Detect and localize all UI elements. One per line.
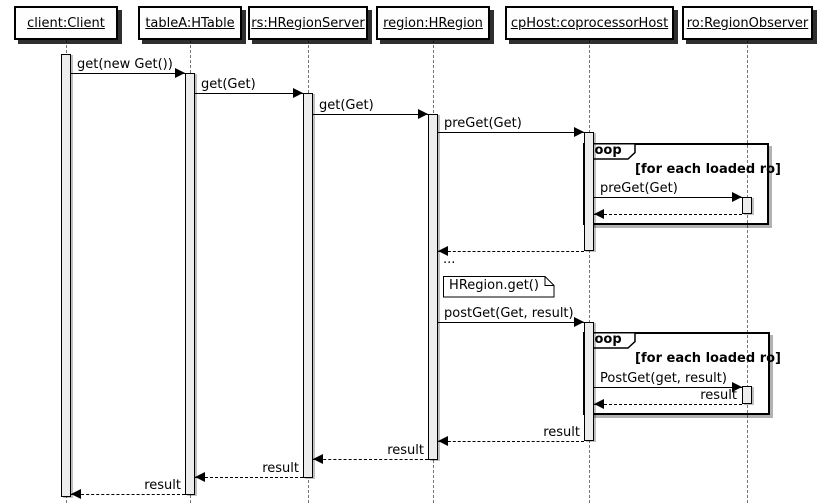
activation-client bbox=[61, 54, 71, 497]
arrowhead-right-icon bbox=[175, 68, 185, 78]
return-line bbox=[438, 441, 584, 442]
return-label: result bbox=[144, 478, 181, 493]
message-label: preGet(Get) bbox=[600, 181, 678, 196]
return-line bbox=[313, 459, 428, 460]
loop-tab-shape bbox=[583, 143, 636, 160]
message-line bbox=[313, 114, 428, 115]
arrowhead-right-icon bbox=[418, 109, 428, 119]
arrowhead-left-icon bbox=[438, 436, 448, 446]
participant-box-tablea: tableA:HTable bbox=[138, 6, 242, 40]
participant-box-client: client:Client bbox=[14, 6, 118, 40]
participant-label: tableA:HTable bbox=[145, 15, 235, 31]
return-line bbox=[195, 477, 303, 478]
participant-box-ro: ro:RegionObserver bbox=[682, 6, 813, 40]
participant-label: cpHost:coprocessorHost bbox=[510, 15, 669, 31]
message-line bbox=[594, 197, 742, 198]
lifeline-ro bbox=[747, 40, 748, 503]
loop-keyword: loop bbox=[590, 143, 622, 158]
arrowhead-right-icon bbox=[574, 127, 584, 137]
return-label: result bbox=[262, 461, 299, 476]
note: HRegion.get() bbox=[443, 276, 555, 302]
return-label: result bbox=[700, 388, 737, 403]
return-line bbox=[438, 251, 584, 252]
arrowhead-right-icon bbox=[293, 88, 303, 98]
arrowhead-right-icon bbox=[574, 317, 584, 327]
message-line bbox=[438, 322, 584, 323]
arrowhead-left-icon bbox=[594, 209, 604, 219]
activation-ro-pre bbox=[742, 197, 752, 214]
note-shape bbox=[443, 276, 555, 298]
return-line bbox=[594, 214, 742, 215]
lifeline-cphost bbox=[589, 40, 590, 503]
loop-tab: loop bbox=[583, 143, 637, 164]
message-label: PostGet(get, result) bbox=[600, 371, 727, 386]
message-label: postGet(Get, result) bbox=[444, 306, 574, 321]
return-line bbox=[594, 404, 742, 405]
loop-tab-shape bbox=[583, 332, 636, 349]
loop-tab: loop bbox=[583, 332, 637, 353]
message-label: get(new Get()) bbox=[77, 57, 173, 72]
message-label: get(Get) bbox=[201, 77, 256, 92]
note-text: HRegion.get() bbox=[449, 278, 539, 293]
loop-keyword: loop bbox=[590, 332, 622, 347]
participant-label: client:Client bbox=[27, 15, 105, 31]
participant-label: rs:HRegionServer bbox=[251, 15, 365, 31]
arrowhead-left-icon bbox=[71, 489, 81, 499]
message-label: preGet(Get) bbox=[444, 116, 522, 131]
message-line bbox=[438, 132, 584, 133]
arrowhead-left-icon bbox=[594, 399, 604, 409]
arrowhead-left-icon bbox=[195, 472, 205, 482]
loop-guard: [for each loaded ro] bbox=[635, 351, 781, 366]
return-label: result bbox=[543, 425, 580, 440]
participant-box-rs: rs:HRegionServer bbox=[248, 6, 368, 40]
message-label: get(Get) bbox=[319, 98, 374, 113]
arrowhead-right-icon bbox=[732, 192, 742, 202]
loop-guard: [for each loaded ro] bbox=[635, 162, 781, 177]
participant-box-region: region:HRegion bbox=[376, 6, 490, 40]
ellipsis-text: ... bbox=[443, 252, 456, 267]
activation-region bbox=[428, 114, 438, 460]
participant-label: ro:RegionObserver bbox=[686, 15, 809, 31]
return-line bbox=[71, 494, 185, 495]
participant-box-cphost: cpHost:coprocessorHost bbox=[505, 6, 674, 40]
participant-label: region:HRegion bbox=[383, 15, 483, 31]
message-line bbox=[594, 387, 742, 388]
message-line bbox=[195, 93, 303, 94]
loop-fragment-1: loop bbox=[583, 143, 769, 225]
arrowhead-right-icon bbox=[732, 382, 742, 392]
message-line bbox=[71, 73, 185, 74]
activation-rs bbox=[303, 93, 313, 478]
activation-cphost-post bbox=[584, 322, 594, 441]
activation-ro-post bbox=[742, 386, 752, 404]
arrowhead-left-icon bbox=[438, 246, 448, 256]
arrowhead-left-icon bbox=[313, 454, 323, 464]
activation-tablea bbox=[185, 73, 195, 495]
activation-cphost-pre bbox=[584, 132, 594, 251]
return-label: result bbox=[387, 443, 424, 458]
